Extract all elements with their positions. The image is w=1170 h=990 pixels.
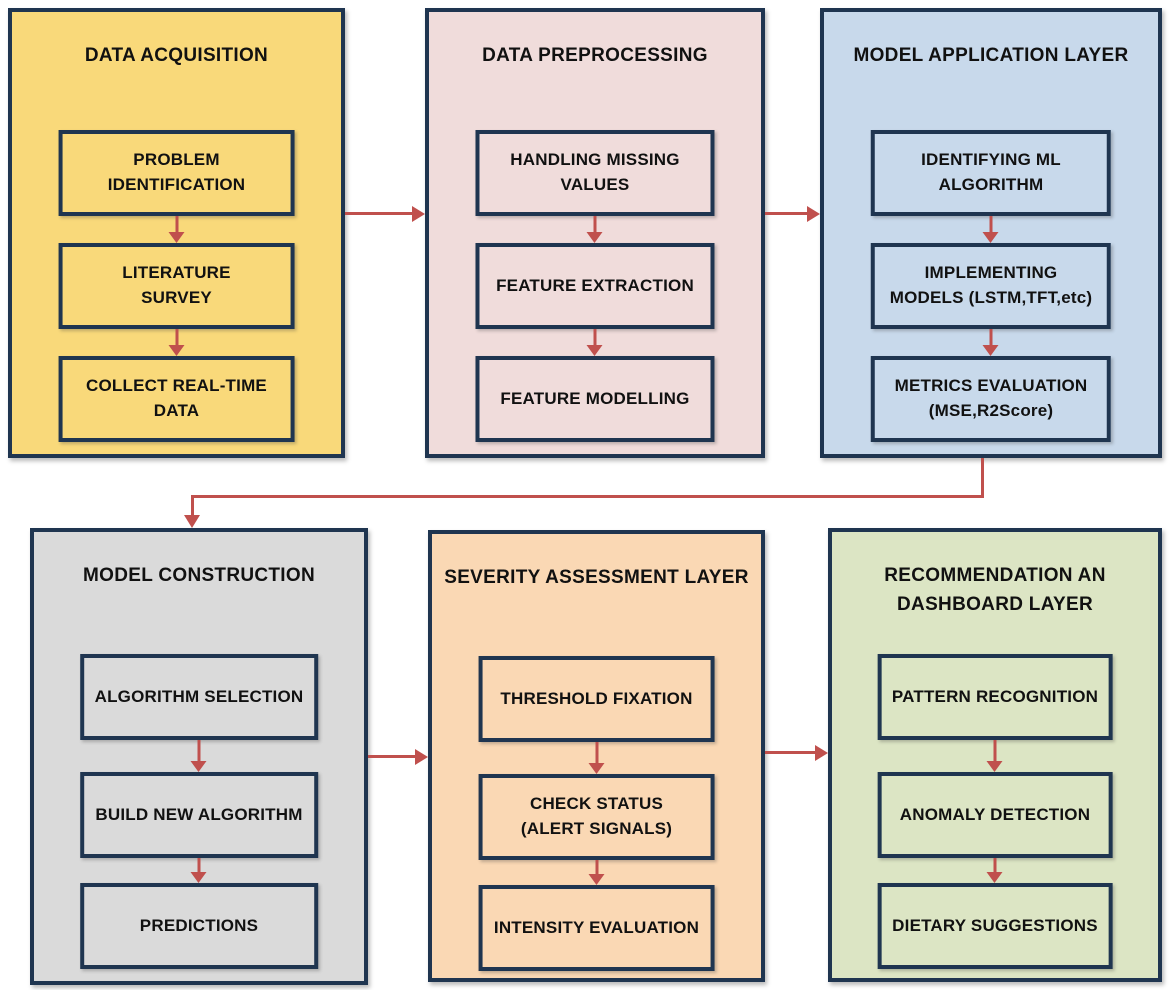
step-implementing-models: IMPLEMENTING MODELS (LSTM,TFT,etc) bbox=[870, 243, 1112, 329]
panel-model-application-layer: MODEL APPLICATION LAYER IDENTIFYING ML A… bbox=[820, 8, 1162, 458]
step-algorithm-selection: ALGORITHM SELECTION bbox=[80, 654, 318, 740]
connector-segment-down bbox=[981, 458, 984, 497]
panel-model-construction: MODEL CONSTRUCTION ALGORITHM SELECTION B… bbox=[30, 528, 368, 985]
step-feature-modelling: FEATURE MODELLING bbox=[475, 356, 715, 442]
down-arrow bbox=[168, 216, 185, 243]
connector-segment-across bbox=[191, 495, 984, 498]
down-arrow bbox=[190, 740, 208, 772]
down-arrow bbox=[588, 860, 605, 885]
step-label: FEATURE EXTRACTION bbox=[496, 275, 694, 295]
step-anomaly-detection: ANOMALY DETECTION bbox=[877, 772, 1113, 858]
step-label: LITERATURE SURVEY bbox=[122, 263, 231, 307]
step-problem-identification: PROBLEM IDENTIFICATION bbox=[58, 130, 295, 216]
down-arrow bbox=[190, 858, 208, 883]
flow-arrow-severity-to-recommendation bbox=[765, 745, 828, 761]
panel-severity-assessment-layer: SEVERITY ASSESSMENT LAYER THRESHOLD FIXA… bbox=[428, 530, 765, 982]
step-metrics-evaluation: METRICS EVALUATION (MSE,R2Score) bbox=[870, 356, 1112, 442]
step-label: PROBLEM IDENTIFICATION bbox=[107, 150, 246, 194]
flow-arrow-acquisition-to-preprocessing bbox=[345, 206, 425, 222]
step-label: PREDICTIONS bbox=[139, 915, 259, 935]
panel-title-data-acquisition: DATA ACQUISITION bbox=[84, 45, 269, 66]
step-handling-missing-values: HANDLING MISSING VALUES bbox=[475, 130, 715, 216]
flow-arrow-construction-to-severity bbox=[368, 749, 428, 765]
step-literature-survey: LITERATURE SURVEY bbox=[58, 243, 295, 329]
down-arrow bbox=[168, 329, 185, 356]
panel-data-preprocessing: DATA PREPROCESSING HANDLING MISSING VALU… bbox=[425, 8, 765, 458]
step-identifying-ml-algorithm: IDENTIFYING ML ALGORITHM bbox=[870, 130, 1112, 216]
down-arrow bbox=[588, 742, 605, 774]
step-collect-real-time-data: COLLECT REAL-TIME DATA bbox=[58, 356, 295, 442]
step-check-status: CHECK STATUS (ALERT SIGNALS) bbox=[478, 774, 715, 860]
step-intensity-evaluation: INTENSITY EVALUATION bbox=[478, 885, 715, 971]
down-arrow bbox=[986, 858, 1004, 883]
step-label: COLLECT REAL-TIME DATA bbox=[86, 376, 267, 420]
step-predictions: PREDICTIONS bbox=[80, 883, 318, 969]
panel-title-data-preprocessing: DATA PREPROCESSING bbox=[482, 45, 708, 66]
step-build-new-algorithm: BUILD NEW ALGORITHM bbox=[80, 772, 318, 858]
step-dietary-suggestions: DIETARY SUGGESTIONS bbox=[877, 883, 1113, 969]
step-label: FEATURE MODELLING bbox=[500, 388, 690, 408]
panel-title-recommendation-dashboard-layer: RECOMMENDATION AN DASHBOARD LAYER bbox=[884, 565, 1106, 615]
down-arrow bbox=[982, 216, 1000, 243]
step-label: ANOMALY DETECTION bbox=[899, 804, 1091, 824]
step-feature-extraction: FEATURE EXTRACTION bbox=[475, 243, 715, 329]
down-arrow bbox=[586, 216, 604, 243]
step-label: PATTERN RECOGNITION bbox=[891, 686, 1099, 706]
panel-data-acquisition: DATA ACQUISITION PROBLEM IDENTIFICATION … bbox=[8, 8, 345, 458]
step-label: IMPLEMENTING MODELS (LSTM,TFT,etc) bbox=[889, 263, 1093, 307]
panel-title-model-application-layer: MODEL APPLICATION LAYER bbox=[853, 45, 1129, 66]
step-label: CHECK STATUS (ALERT SIGNALS) bbox=[520, 794, 673, 838]
step-label: METRICS EVALUATION (MSE,R2Score) bbox=[894, 376, 1088, 420]
panel-recommendation-dashboard-layer: RECOMMENDATION AN DASHBOARD LAYER PATTER… bbox=[828, 528, 1162, 982]
step-label: IDENTIFYING ML ALGORITHM bbox=[921, 150, 1061, 194]
panel-title-severity-assessment-layer: SEVERITY ASSESSMENT LAYER bbox=[444, 567, 749, 588]
down-arrow bbox=[982, 329, 1000, 356]
connector-segment-down bbox=[191, 495, 194, 516]
step-label: HANDLING MISSING VALUES bbox=[510, 150, 680, 194]
step-label: THRESHOLD FIXATION bbox=[500, 688, 693, 708]
step-label: INTENSITY EVALUATION bbox=[493, 917, 700, 937]
panel-title-model-construction: MODEL CONSTRUCTION bbox=[83, 565, 315, 586]
connector-arrowhead bbox=[184, 515, 200, 528]
down-arrow bbox=[986, 740, 1004, 772]
flow-arrow-preprocessing-to-application bbox=[765, 206, 820, 222]
step-label: BUILD NEW ALGORITHM bbox=[95, 804, 303, 824]
step-label: DIETARY SUGGESTIONS bbox=[892, 915, 1098, 935]
step-label: ALGORITHM SELECTION bbox=[94, 686, 304, 706]
step-threshold-fixation: THRESHOLD FIXATION bbox=[478, 656, 715, 742]
down-arrow bbox=[586, 329, 604, 356]
step-pattern-recognition: PATTERN RECOGNITION bbox=[877, 654, 1113, 740]
